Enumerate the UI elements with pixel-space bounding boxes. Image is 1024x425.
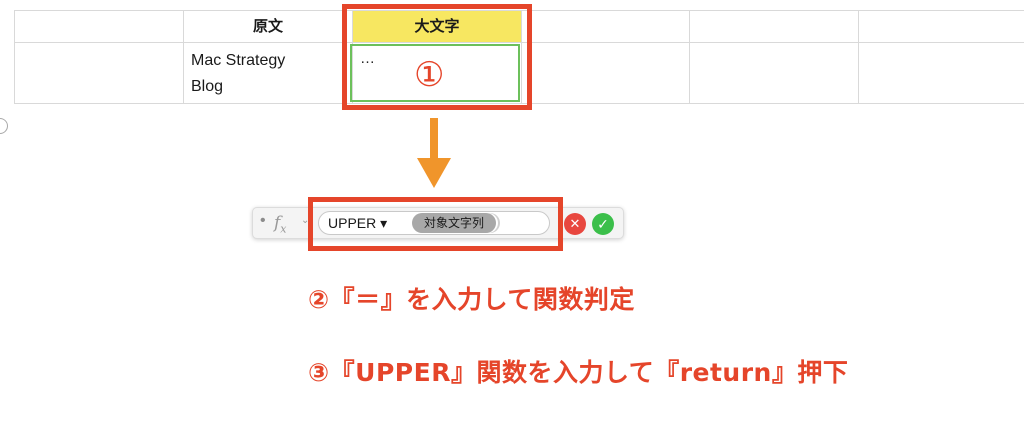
header-cell-source[interactable]: 原文: [252, 18, 283, 35]
grid-line: [352, 10, 353, 104]
header-cell-empty[interactable]: [15, 11, 183, 42]
down-arrow-icon: [417, 118, 451, 188]
function-name: UPPER: [328, 215, 377, 231]
row-handle-icon[interactable]: [0, 118, 8, 134]
step1-number: ①: [414, 55, 445, 95]
cancel-button[interactable]: ✕: [564, 213, 586, 235]
source-text-line: Mac Strategy: [191, 52, 286, 69]
x-circle-icon: ✕: [569, 216, 581, 231]
grid-line: [689, 10, 690, 104]
grid-line: [14, 103, 1024, 104]
grid-line: [14, 10, 15, 104]
step3-instruction: ③『UPPER』関数を入力して『return』押下: [308, 358, 849, 387]
dropdown-triangle-icon[interactable]: ▾: [380, 215, 388, 231]
function-token[interactable]: UPPER ▾: [324, 213, 391, 233]
source-text-line: Blog: [191, 78, 224, 95]
header-cell-upper[interactable]: 大文字: [353, 11, 521, 42]
grid-line: [14, 10, 1024, 11]
chevron-down-icon[interactable]: ⌄: [301, 215, 310, 226]
grid-line: [14, 42, 1024, 43]
active-cell-upper[interactable]: …: [350, 44, 520, 102]
grid-line: [521, 10, 522, 104]
grid-line: [858, 10, 859, 104]
check-circle-icon: ✓: [597, 216, 609, 232]
cell-ellipsis: …: [360, 50, 376, 67]
accept-button[interactable]: ✓: [592, 213, 614, 235]
grid-line: [183, 10, 184, 104]
fx-icon[interactable]: fx: [274, 213, 287, 236]
spreadsheet-table: 原文 大文字 Mac Strategy Blog …: [0, 0, 1024, 110]
formula-bar: • fx ⌄ UPPER ▾ 対象文字列 ✕ ✓: [252, 207, 624, 239]
formula-input[interactable]: UPPER ▾ 対象文字列: [318, 211, 550, 235]
source-text-cell[interactable]: Mac Strategy Blog: [191, 48, 285, 100]
step2-instruction: ②『＝』を入力して関数判定: [308, 285, 635, 314]
drag-handle-icon[interactable]: •: [260, 212, 266, 229]
highlight-box-step1: [342, 4, 532, 110]
highlight-box-formula: [308, 197, 563, 251]
argument-token[interactable]: 対象文字列: [412, 213, 497, 233]
